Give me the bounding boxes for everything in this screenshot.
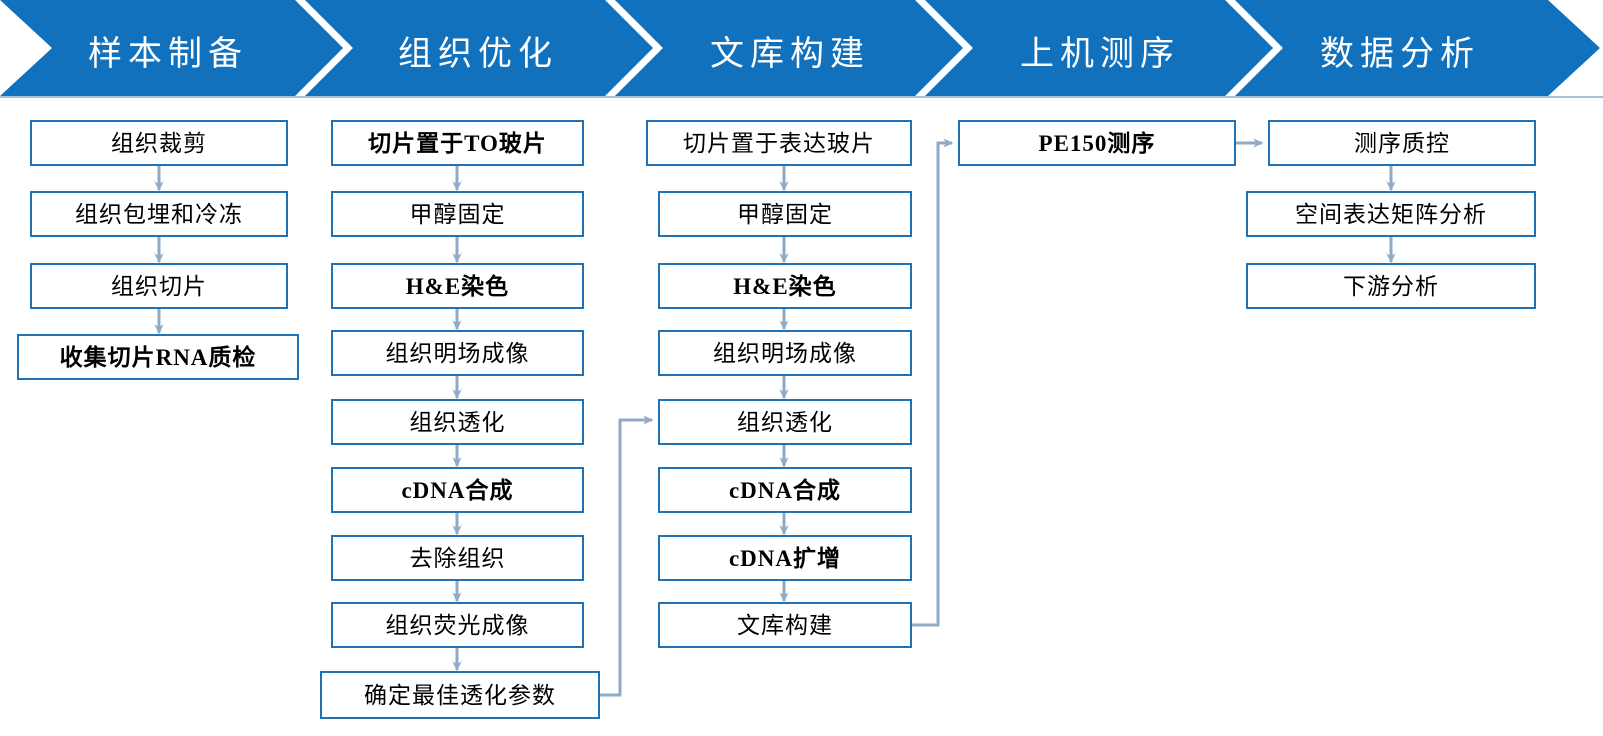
phase-label-sample-preparation: 样本制备 bbox=[88, 36, 248, 73]
flow-step-tissue-optimization-2[interactable]: 甲醇固定 bbox=[331, 191, 584, 237]
flow-step-library-construction-8[interactable]: 文库构建 bbox=[658, 602, 912, 648]
phase-banner: 样本制备 组织优化 文库构建 上机测序 数据分析 bbox=[0, 0, 1603, 96]
flow-step-tissue-optimization-8[interactable]: 组织荧光成像 bbox=[331, 602, 584, 648]
flow-step-library-construction-2[interactable]: 甲醇固定 bbox=[658, 191, 912, 237]
flow-step-sample-preparation-3[interactable]: 组织切片 bbox=[30, 263, 288, 309]
flow-step-library-construction-6[interactable]: cDNA合成 bbox=[658, 467, 912, 513]
flow-step-library-construction-5[interactable]: 组织透化 bbox=[658, 399, 912, 445]
phase-label-data-analysis: 数据分析 bbox=[1320, 36, 1480, 73]
flow-step-library-construction-1[interactable]: 切片置于表达玻片 bbox=[646, 120, 912, 166]
flow-step-tissue-optimization-4[interactable]: 组织明场成像 bbox=[331, 330, 584, 376]
arrow-routed-2 bbox=[912, 138, 954, 627]
banner-underline bbox=[0, 96, 1603, 98]
flow-step-tissue-optimization-6[interactable]: cDNA合成 bbox=[331, 467, 584, 513]
flow-step-sample-preparation-4[interactable]: 收集切片RNA质检 bbox=[17, 334, 299, 380]
flow-step-library-construction-3[interactable]: H&E染色 bbox=[658, 263, 912, 309]
flow-step-sample-preparation-1[interactable]: 组织裁剪 bbox=[30, 120, 288, 166]
flow-step-tissue-optimization-5[interactable]: 组织透化 bbox=[331, 399, 584, 445]
flow-step-sample-preparation-2[interactable]: 组织包埋和冷冻 bbox=[30, 191, 288, 237]
flow-step-tissue-optimization-9[interactable]: 确定最佳透化参数 bbox=[320, 671, 600, 719]
flow-step-library-construction-7[interactable]: cDNA扩增 bbox=[658, 535, 912, 581]
arrow-routed-1 bbox=[600, 415, 654, 697]
flow-step-data-analysis-1[interactable]: 测序质控 bbox=[1268, 120, 1536, 166]
flow-step-data-analysis-2[interactable]: 空间表达矩阵分析 bbox=[1246, 191, 1536, 237]
chevron-dividers bbox=[295, 0, 1283, 96]
flow-step-library-construction-4[interactable]: 组织明场成像 bbox=[658, 330, 912, 376]
banner-body bbox=[0, 0, 1600, 96]
phase-label-sequencing: 上机测序 bbox=[1020, 36, 1180, 73]
flow-step-tissue-optimization-1[interactable]: 切片置于TO玻片 bbox=[331, 120, 584, 166]
phase-banner-shape bbox=[0, 0, 1600, 96]
flow-step-tissue-optimization-3[interactable]: H&E染色 bbox=[331, 263, 584, 309]
flow-step-data-analysis-3[interactable]: 下游分析 bbox=[1246, 263, 1536, 309]
flow-step-tissue-optimization-7[interactable]: 去除组织 bbox=[331, 535, 584, 581]
phase-label-tissue-optimization: 组织优化 bbox=[398, 36, 558, 73]
phase-label-library-construction: 文库构建 bbox=[710, 36, 870, 73]
flow-step-sequencing-1[interactable]: PE150测序 bbox=[958, 120, 1236, 166]
